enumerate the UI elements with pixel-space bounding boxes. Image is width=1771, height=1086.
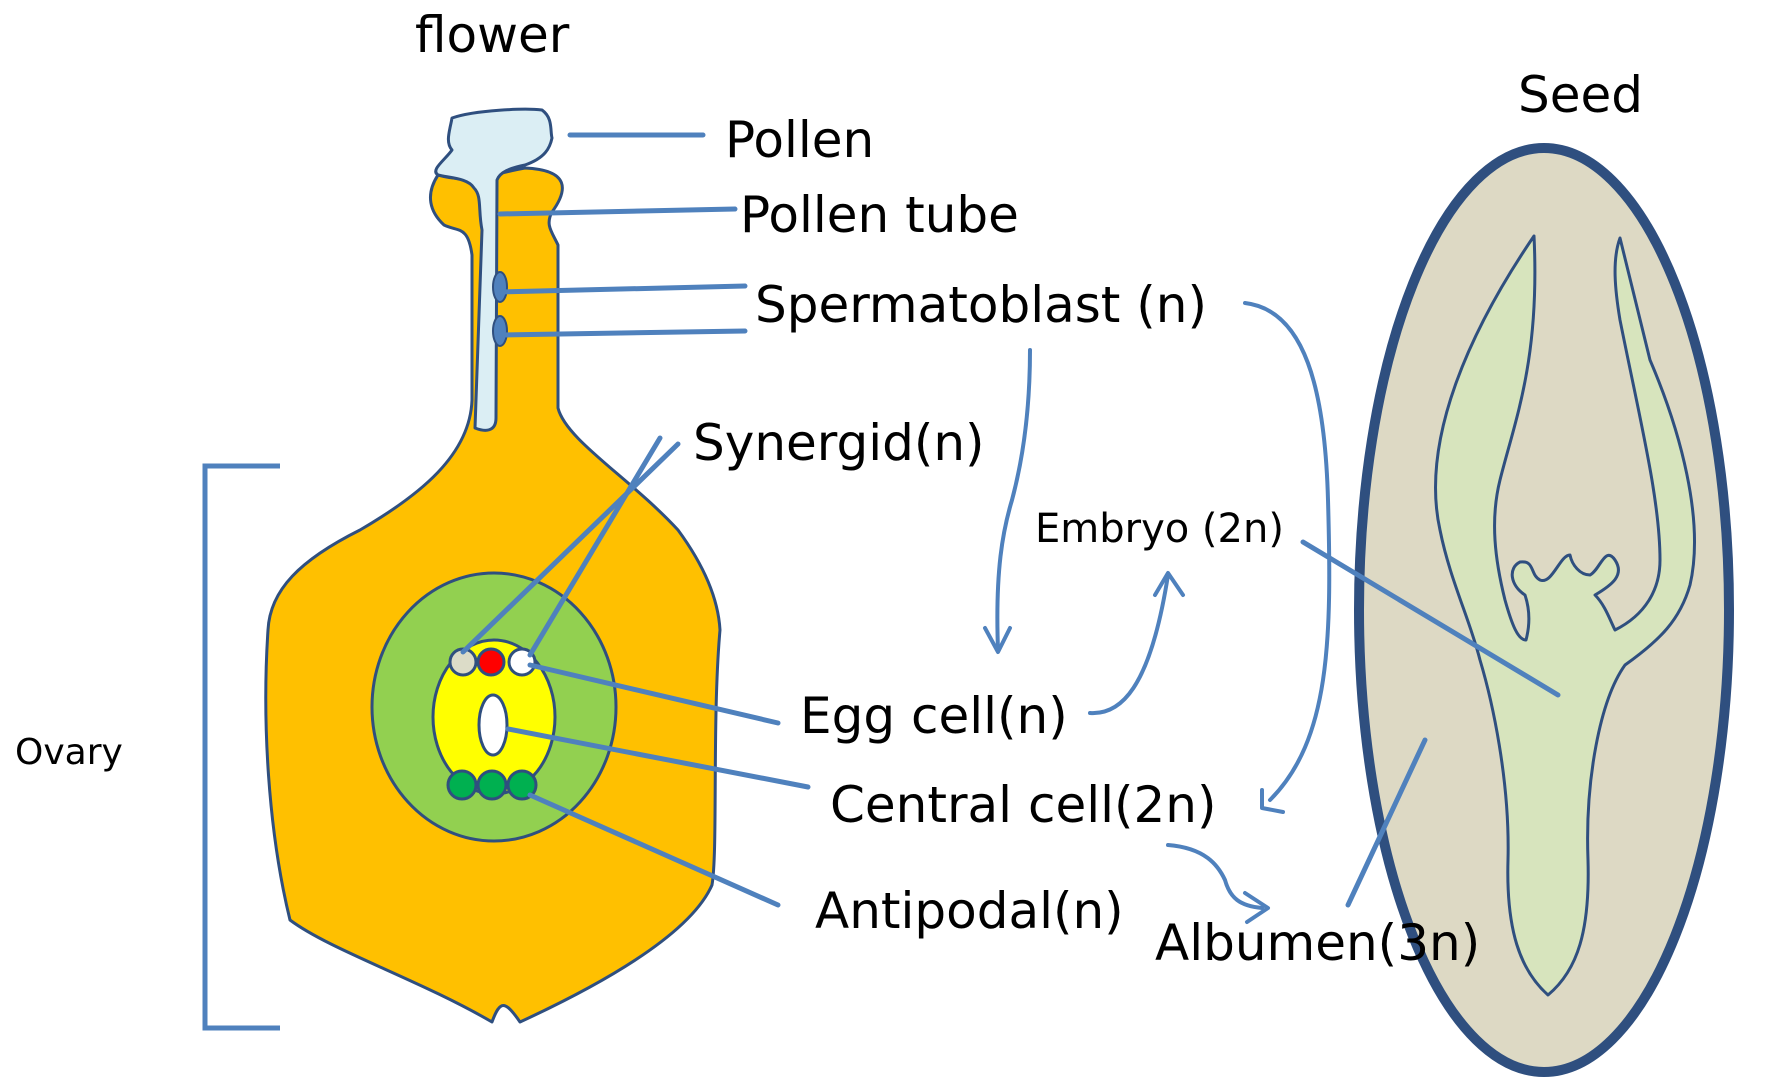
antipodal-label: Antipodal(n) xyxy=(815,882,1124,940)
sperm-cell-1 xyxy=(493,272,507,302)
egg-cell xyxy=(478,649,504,675)
pollen-label: Pollen xyxy=(725,111,874,169)
albumen-label: Albumen(3n) xyxy=(1155,914,1480,972)
antipodal-1 xyxy=(448,771,476,799)
egg-cell-label: Egg cell(n) xyxy=(800,687,1068,745)
spermatoblast-label: Spermatoblast (n) xyxy=(755,276,1207,334)
sperm-cell-2 xyxy=(493,316,507,346)
embryo-label: Embryo (2n) xyxy=(1035,506,1284,552)
antipodal-2 xyxy=(478,771,506,799)
central-cell-nucleus xyxy=(479,695,507,755)
central-cell-label: Central cell(2n) xyxy=(830,776,1217,834)
arrow-spermatoblast-to-egg xyxy=(997,350,1030,650)
pollen-tube-label: Pollen tube xyxy=(740,186,1019,244)
arrow-central-to-albumen xyxy=(1168,845,1262,908)
arrowhead-spermatoblast-to-central xyxy=(1262,790,1283,812)
ovary-label: Ovary xyxy=(15,732,123,773)
flower-title: flower xyxy=(415,6,570,64)
synergid-label: Synergid(n) xyxy=(693,414,985,472)
seed-title: Seed xyxy=(1518,66,1643,124)
arrowhead-egg-to-embryo xyxy=(1155,573,1183,595)
